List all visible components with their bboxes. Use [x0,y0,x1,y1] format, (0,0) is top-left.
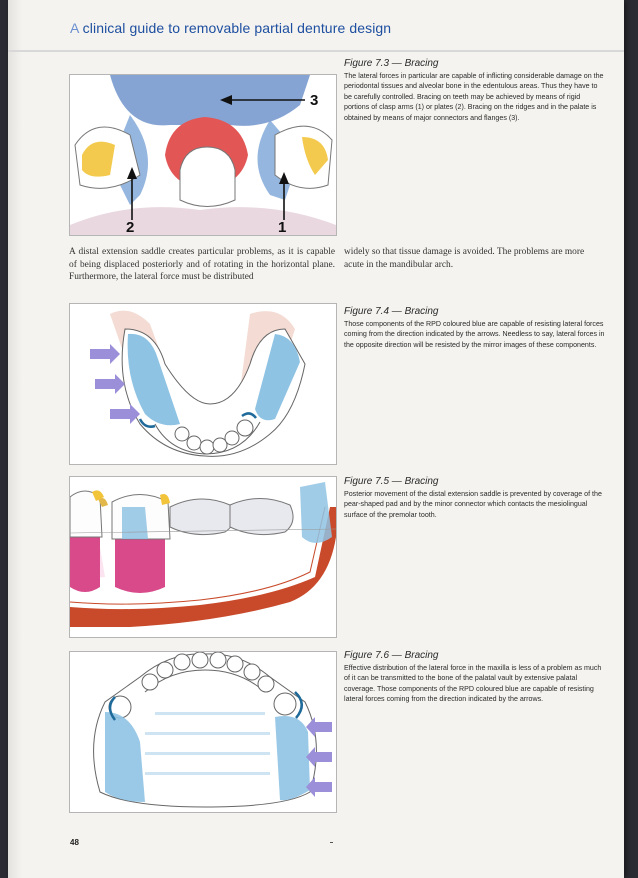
figure-7-3-title: Figure 7.3 — Bracing [344,58,439,69]
figure-7-6-caption: Figure 7.6 — Bracing Effective distribut… [344,650,606,705]
figure-7-3-label-2: 2 [126,219,134,235]
footer-mark [330,842,333,843]
header-lead: A [70,20,79,36]
figure-7-4-text: Those components of the RPD coloured blu… [344,320,605,349]
header-rule [8,50,624,52]
page-fold-shadow [8,0,22,878]
body-text-right: widely so that tissue damage is avoided.… [344,247,585,270]
figure-7-4-title: Figure 7.4 — Bracing [344,306,439,317]
figure-7-6-text: Effective distribution of the lateral fo… [344,664,602,704]
figure-7-3-caption: Figure 7.3 — Bracing The lateral forces … [344,58,606,123]
page-number: 48 [70,838,79,847]
figure-7-5-title: Figure 7.5 — Bracing [344,476,439,487]
figure-7-6-drawing [93,652,332,808]
figure-7-6-title: Figure 7.6 — Bracing [344,650,439,661]
running-header: A clinical guide to removable partial de… [70,20,391,36]
figure-7-3-drawing: 3 2 1 [70,75,336,235]
header-title: clinical guide to removable partial dent… [82,20,392,36]
body-text-left: A distal extension saddle creates partic… [69,247,335,283]
figure-7-4-caption: Figure 7.4 — Bracing Those components of… [344,306,606,350]
figure-7-4-illustration [69,303,337,465]
figure-7-6-illustration [69,651,337,813]
figure-7-5-text: Posterior movement of the distal extensi… [344,490,602,519]
figure-7-5-drawing [70,482,336,627]
figure-7-3-label-1: 1 [278,219,286,235]
figure-7-3-illustration: 3 2 1 [69,74,337,236]
book-page: A clinical guide to removable partial de… [8,0,624,878]
figure-7-5-illustration [69,476,337,638]
figure-7-3-label-3: 3 [310,92,318,109]
figure-7-4-drawing [90,310,306,457]
figure-7-5-caption: Figure 7.5 — Bracing Posterior movement … [344,476,606,520]
figure-7-3-text: The lateral forces in particular are cap… [344,72,604,122]
